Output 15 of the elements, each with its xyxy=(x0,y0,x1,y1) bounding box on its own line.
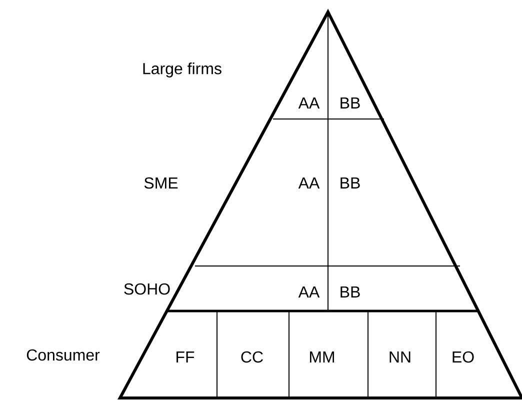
tier-label: Consumer xyxy=(26,349,100,361)
cell-text: EO xyxy=(452,351,474,363)
tier-label: SME xyxy=(144,177,178,189)
cell-text: AA xyxy=(298,178,320,188)
cell-text: CC xyxy=(241,351,263,363)
cell-text: AA xyxy=(298,286,320,298)
cell-text: FF xyxy=(176,351,194,362)
tier-label: Large firms xyxy=(143,62,222,78)
tier-label: SOHO xyxy=(124,283,170,295)
cell-text: BB xyxy=(340,178,360,188)
cell-text: BB xyxy=(340,286,360,298)
cell-text: NN xyxy=(390,351,410,362)
cell-text: BB xyxy=(340,98,360,108)
cell-text: AA xyxy=(298,98,320,108)
cell-text: MM xyxy=(310,351,334,362)
